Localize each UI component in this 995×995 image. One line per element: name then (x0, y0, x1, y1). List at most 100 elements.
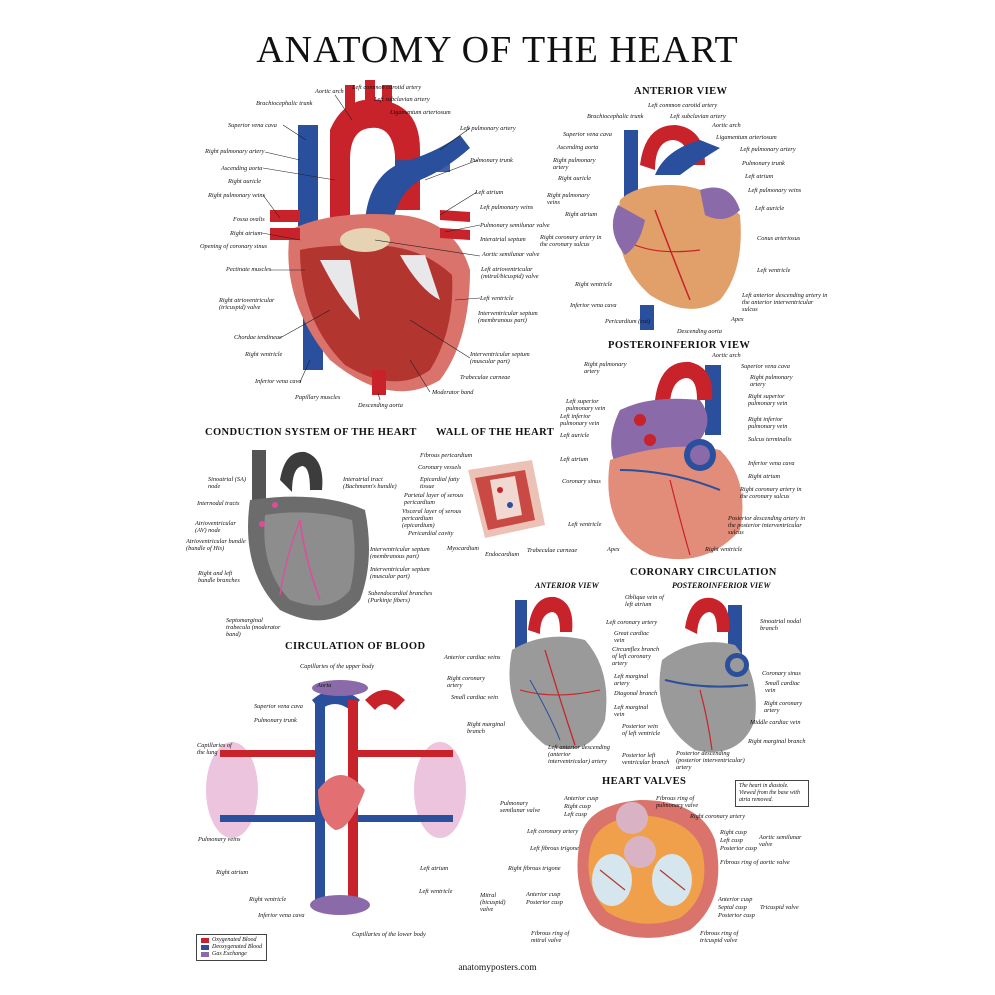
ant-label-svc: Superior vena cava (563, 131, 612, 138)
cor-label-posterior-lv-vein: Posterior vein of left ventricle (622, 723, 661, 737)
ant-label-pulm-trunk: Pulmonary trunk (742, 160, 785, 167)
wall-label-myocardium: Myocardium (447, 545, 479, 552)
valve-label-aortic-left-cusp: Left cusp (720, 837, 743, 844)
valve-label-fibrous-ring-tricuspid: Fibrous ring of tricuspid valve (700, 930, 739, 944)
circ-label-upper-capillaries: Capillaries of the upper body (300, 663, 375, 670)
ant-label-lad: Left anterior descending artery in the a… (742, 292, 828, 313)
post-label-sulcus-terminalis: Sulcus terminalis (748, 436, 792, 443)
section-conduction-system: CONDUCTION SYSTEM OF THE HEART (205, 427, 417, 438)
cor-label-small-cardiac-r: Small cardiac vein (765, 680, 800, 694)
cor-label-circumflex: Circumflex branch of left coronary arter… (612, 646, 660, 667)
cor-label-right-marginal: Right marginal branch (467, 721, 506, 735)
ant-label-right-pulm-artery: Right pulmonary artery (553, 157, 596, 171)
label-opening-coronary-sinus: Opening of coronary sinus (200, 243, 268, 250)
section-heart-valves: HEART VALVES (602, 776, 687, 787)
valve-label-mitral: Mitral (bicuspid) valve (480, 892, 506, 913)
circ-label-lower-capillaries: Capillaries of the lower body (352, 931, 426, 938)
circulation-illustration (206, 680, 466, 915)
valve-label-fibrous-ring-mitral: Fibrous ring of mitral valve (531, 930, 570, 944)
coronary-anterior-illustration (509, 596, 607, 750)
label-left-ventricle: Left ventricle (480, 295, 514, 302)
cond-label-iv-septum-membranous: Interventricular septum (membranous part… (370, 546, 430, 560)
anterior-view-illustration (612, 125, 741, 330)
label-brachiocephalic-trunk: Brachiocephalic trunk (256, 100, 313, 107)
circ-label-aorta: Aorta (317, 682, 332, 689)
label-fossa-ovalis: Fossa ovalis (233, 216, 265, 223)
ant-label-apex: Apex (731, 316, 744, 323)
ant-label-right-auricle: Right auricle (558, 175, 592, 182)
valve-label-pulm-left-cusp: Left cusp (564, 811, 587, 818)
post-label-svc: Superior vena cava (741, 363, 790, 370)
ant-label-ligamentum: Ligamentum arteriosum (716, 134, 777, 141)
label-left-atrium: Left atrium (475, 189, 504, 196)
ant-label-pericardium: Pericardium (cut) (605, 318, 651, 325)
label-right-pulmonary-veins: Right pulmonary veins (208, 192, 266, 199)
valve-label-right-fibrous-trigone: Right fibrous trigone (508, 865, 561, 872)
label-chordae-tendineae: Chordae tendineae (234, 334, 282, 341)
label-left-subclavian: Left subclavian artery (374, 96, 430, 103)
ant-label-left-ventricle: Left ventricle (757, 267, 791, 274)
ant-label-left-pulm-veins: Left pulmonary veins (748, 187, 802, 194)
cor-label-small-cardiac: Small cardiac vein (451, 694, 498, 701)
cor-label-anterior-cardiac: Anterior cardiac veins (444, 654, 501, 661)
label-right-av-valve: Right atrioventricular (tricuspid) valve (219, 297, 275, 311)
valve-label-left-fibrous-trigone: Left fibrous trigone (530, 845, 579, 852)
ant-label-asc-aorta: Ascending aorta (557, 144, 599, 151)
label-pulmonary-semilunar-valve: Pulmonary semilunar valve (480, 222, 550, 229)
cor-label-left-marginal-vein: Left marginal vein (614, 704, 649, 718)
label-right-ventricle: Right ventricle (245, 351, 283, 358)
section-circulation: CIRCULATION OF BLOOD (285, 641, 426, 652)
wall-label-coronary-vessels: Coronary vessels (418, 464, 462, 471)
valve-label-aortic-right-cusp: Right cusp (720, 829, 747, 836)
label-pulmonary-trunk: Pulmonary trunk (470, 157, 513, 164)
label-inferior-vena-cava: Inferior vena cava (255, 378, 302, 385)
post-label-apex: Apex (607, 546, 620, 553)
label-right-auricle: Right auricle (228, 178, 262, 185)
wall-label-endocardium: Endocardium (485, 551, 520, 558)
post-label-right-pulm-artery-r: Right pulmonary artery (750, 374, 793, 388)
cor-label-right-marginal-r: Right marginal branch (748, 738, 806, 745)
circ-label-svc: Superior vena cava (254, 703, 303, 710)
cond-label-av-bundle: Atrioventricular bundle (bundle of His) (186, 538, 246, 552)
label-superior-vena-cava: Superior vena cava (228, 122, 277, 129)
label-trabeculae-carneae: Trabeculae carneae (460, 374, 511, 381)
circ-label-right-ventricle: Right ventricle (249, 896, 287, 903)
coronary-anterior-subtitle: ANTERIOR VIEW (535, 581, 599, 590)
wall-label-pericardial-cavity: Pericardial cavity (408, 530, 454, 537)
cond-label-bundle-branches: Right and left bundle branches (198, 570, 240, 584)
post-label-left-inf-pulm-vein: Left inferior pulmonary vein (560, 413, 600, 427)
cor-label-left-marginal: Left marginal artery (614, 673, 649, 687)
ant-label-left-common-carotid: Left common carotid artery (648, 102, 718, 109)
label-aortic-semilunar-valve: Aortic semilunar valve (482, 251, 540, 258)
circ-label-left-ventricle: Left ventricle (419, 888, 453, 895)
valve-label-fibrous-ring-aortic: Fibrous ring of aortic valve (720, 859, 790, 866)
cor-label-right-coronary-r: Right coronary artery (764, 700, 803, 714)
ant-label-left-pulm-artery: Left pulmonary artery (740, 146, 796, 153)
ant-label-left-subclavian: Left subclavian artery (670, 113, 726, 120)
cond-label-septomarginal: Septomarginal trabecula (moderator band) (226, 617, 281, 638)
circulation-legend: Oxygenated Blood Deoxygenated Blood Gas … (196, 934, 268, 961)
ant-label-left-auricle: Left auricle (755, 205, 785, 212)
cor-label-sa-nodal: Sinoatrial nodal branch (760, 618, 802, 632)
post-label-ivc: Inferior vena cava (748, 460, 795, 467)
post-label-coronary-sinus: Coronary sinus (562, 478, 601, 485)
ant-label-left-atrium: Left atrium (745, 173, 774, 180)
post-label-right-pulm-artery: Right pulmonary artery (584, 361, 627, 375)
cor-label-oblique-vein: Oblique vein of left atrium (625, 594, 664, 608)
valve-label-pulm-anterior-cusp: Anterior cusp (564, 795, 599, 802)
label-right-atrium: Right atrium (230, 230, 263, 237)
cond-label-av-node: Atrioventricular (AV) node (195, 520, 236, 534)
label-aortic-arch: Aortic arch (315, 88, 344, 95)
label-left-av-valve: Left atrioventricular (mitral/bicuspid) … (481, 266, 539, 280)
cor-label-middle-cardiac: Middle cardiac vein (750, 719, 801, 726)
circ-label-lung-capillaries: Capillaries of the lung (197, 742, 232, 756)
cor-label-great-cardiac: Great cardiac vein (614, 630, 650, 644)
legend-deoxygenated: Deoxygenated Blood (201, 944, 262, 951)
ant-label-right-pulm-veins: Right pulmonary veins (547, 192, 590, 206)
valve-label-pulm-right-cusp: Right cusp (564, 803, 591, 810)
post-label-right-atrium: Right atrium (748, 473, 781, 480)
valve-label-right-coronary: Right coronary artery (690, 813, 746, 820)
post-label-left-auricle: Left auricle (560, 432, 590, 439)
ant-label-aortic-arch: Aortic arch (712, 122, 741, 129)
